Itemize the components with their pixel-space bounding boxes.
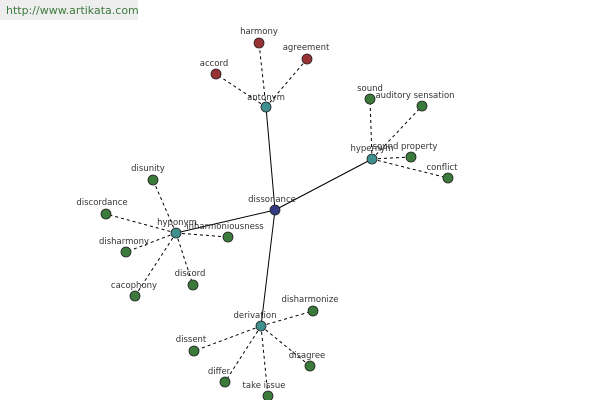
leaf-edges: [105, 42, 449, 397]
edge-hyponym-cacophony: [134, 232, 177, 297]
label-dissonance: dissonance: [248, 195, 296, 205]
label-antonym: antonym: [247, 93, 285, 103]
node-inharmoniousness[interactable]: [222, 231, 234, 243]
label-accord: accord: [200, 59, 229, 69]
node-disunity[interactable]: [147, 174, 159, 186]
node-sound[interactable]: [364, 93, 376, 105]
node-disagree[interactable]: [304, 360, 316, 372]
label-hypernym: hypernym: [350, 144, 393, 154]
label-inharmoniousness: inharmoniousness: [186, 222, 264, 232]
label-agreement: agreement: [283, 43, 330, 53]
edge-center-hypernym: [274, 158, 373, 211]
node-dissonance[interactable]: [269, 204, 281, 216]
label-disagree: disagree: [289, 351, 326, 361]
label-dissent: dissent: [176, 335, 207, 345]
node-antonym[interactable]: [260, 101, 272, 113]
label-take-issue: take issue: [243, 381, 286, 391]
edge-hypernym-conflict: [371, 158, 449, 179]
label-conflict: conflict: [427, 163, 459, 173]
label-hyponym: hyponym: [157, 218, 197, 228]
node-labels: dissonance antonym hypernym hyponym deri…: [76, 27, 458, 391]
node-disharmony[interactable]: [120, 246, 132, 258]
label-derivation: derivation: [233, 311, 276, 321]
node-derivation[interactable]: [255, 320, 267, 332]
label-sound-property: sound property: [373, 142, 438, 152]
node-accord[interactable]: [210, 68, 222, 80]
source-url[interactable]: http://www.artikata.com: [6, 4, 139, 17]
edge-hyponym-disharmony: [125, 232, 177, 253]
edge-antonym-accord: [215, 73, 267, 108]
edge-antonym-agreement: [265, 58, 308, 108]
edge-hypernym-sound-property: [371, 156, 412, 160]
edge-center-derivation: [260, 209, 276, 327]
node-agreement[interactable]: [301, 53, 313, 65]
source-url-bar: http://www.artikata.com: [0, 0, 139, 20]
node-disharmonize[interactable]: [307, 305, 319, 317]
node-differ[interactable]: [219, 376, 231, 388]
node-hypernym[interactable]: [366, 153, 378, 165]
label-cacophony: cacophony: [111, 281, 157, 291]
node-dissent[interactable]: [188, 345, 200, 357]
label-disharmony: disharmony: [99, 237, 149, 247]
category-edges: [175, 106, 373, 327]
category-nodes: [170, 101, 378, 332]
label-disharmonize: disharmonize: [281, 295, 338, 305]
node-hyponym[interactable]: [170, 227, 182, 239]
node-discord[interactable]: [187, 279, 199, 291]
label-disunity: disunity: [131, 164, 165, 174]
node-conflict[interactable]: [442, 172, 454, 184]
leaf-nodes: [100, 37, 454, 400]
edge-center-hyponym: [175, 209, 276, 234]
edge-derivation-differ: [224, 325, 262, 383]
edge-hypernym-auditory-sensation: [371, 105, 423, 160]
node-auditory-sensation[interactable]: [416, 100, 428, 112]
edge-derivation-disagree: [260, 325, 311, 367]
edge-hyponym-inharmoniousness: [175, 232, 229, 238]
node-discordance[interactable]: [100, 208, 112, 220]
label-discord: discord: [175, 269, 206, 279]
label-discordance: discordance: [76, 198, 127, 208]
node-take-issue[interactable]: [262, 390, 274, 400]
node-sound-property[interactable]: [405, 151, 417, 163]
edge-antonym-harmony: [258, 42, 267, 108]
edge-hyponym-disunity: [152, 179, 177, 234]
label-auditory-sensation: auditory sensation: [375, 91, 454, 101]
label-differ: differ: [208, 367, 231, 377]
node-harmony[interactable]: [253, 37, 265, 49]
node-cacophony[interactable]: [129, 290, 141, 302]
edge-hyponym-discordance: [105, 213, 177, 234]
edge-hypernym-sound: [369, 98, 373, 160]
label-sound: sound: [357, 84, 383, 94]
edge-center-antonym: [265, 106, 276, 211]
label-harmony: harmony: [240, 27, 278, 37]
